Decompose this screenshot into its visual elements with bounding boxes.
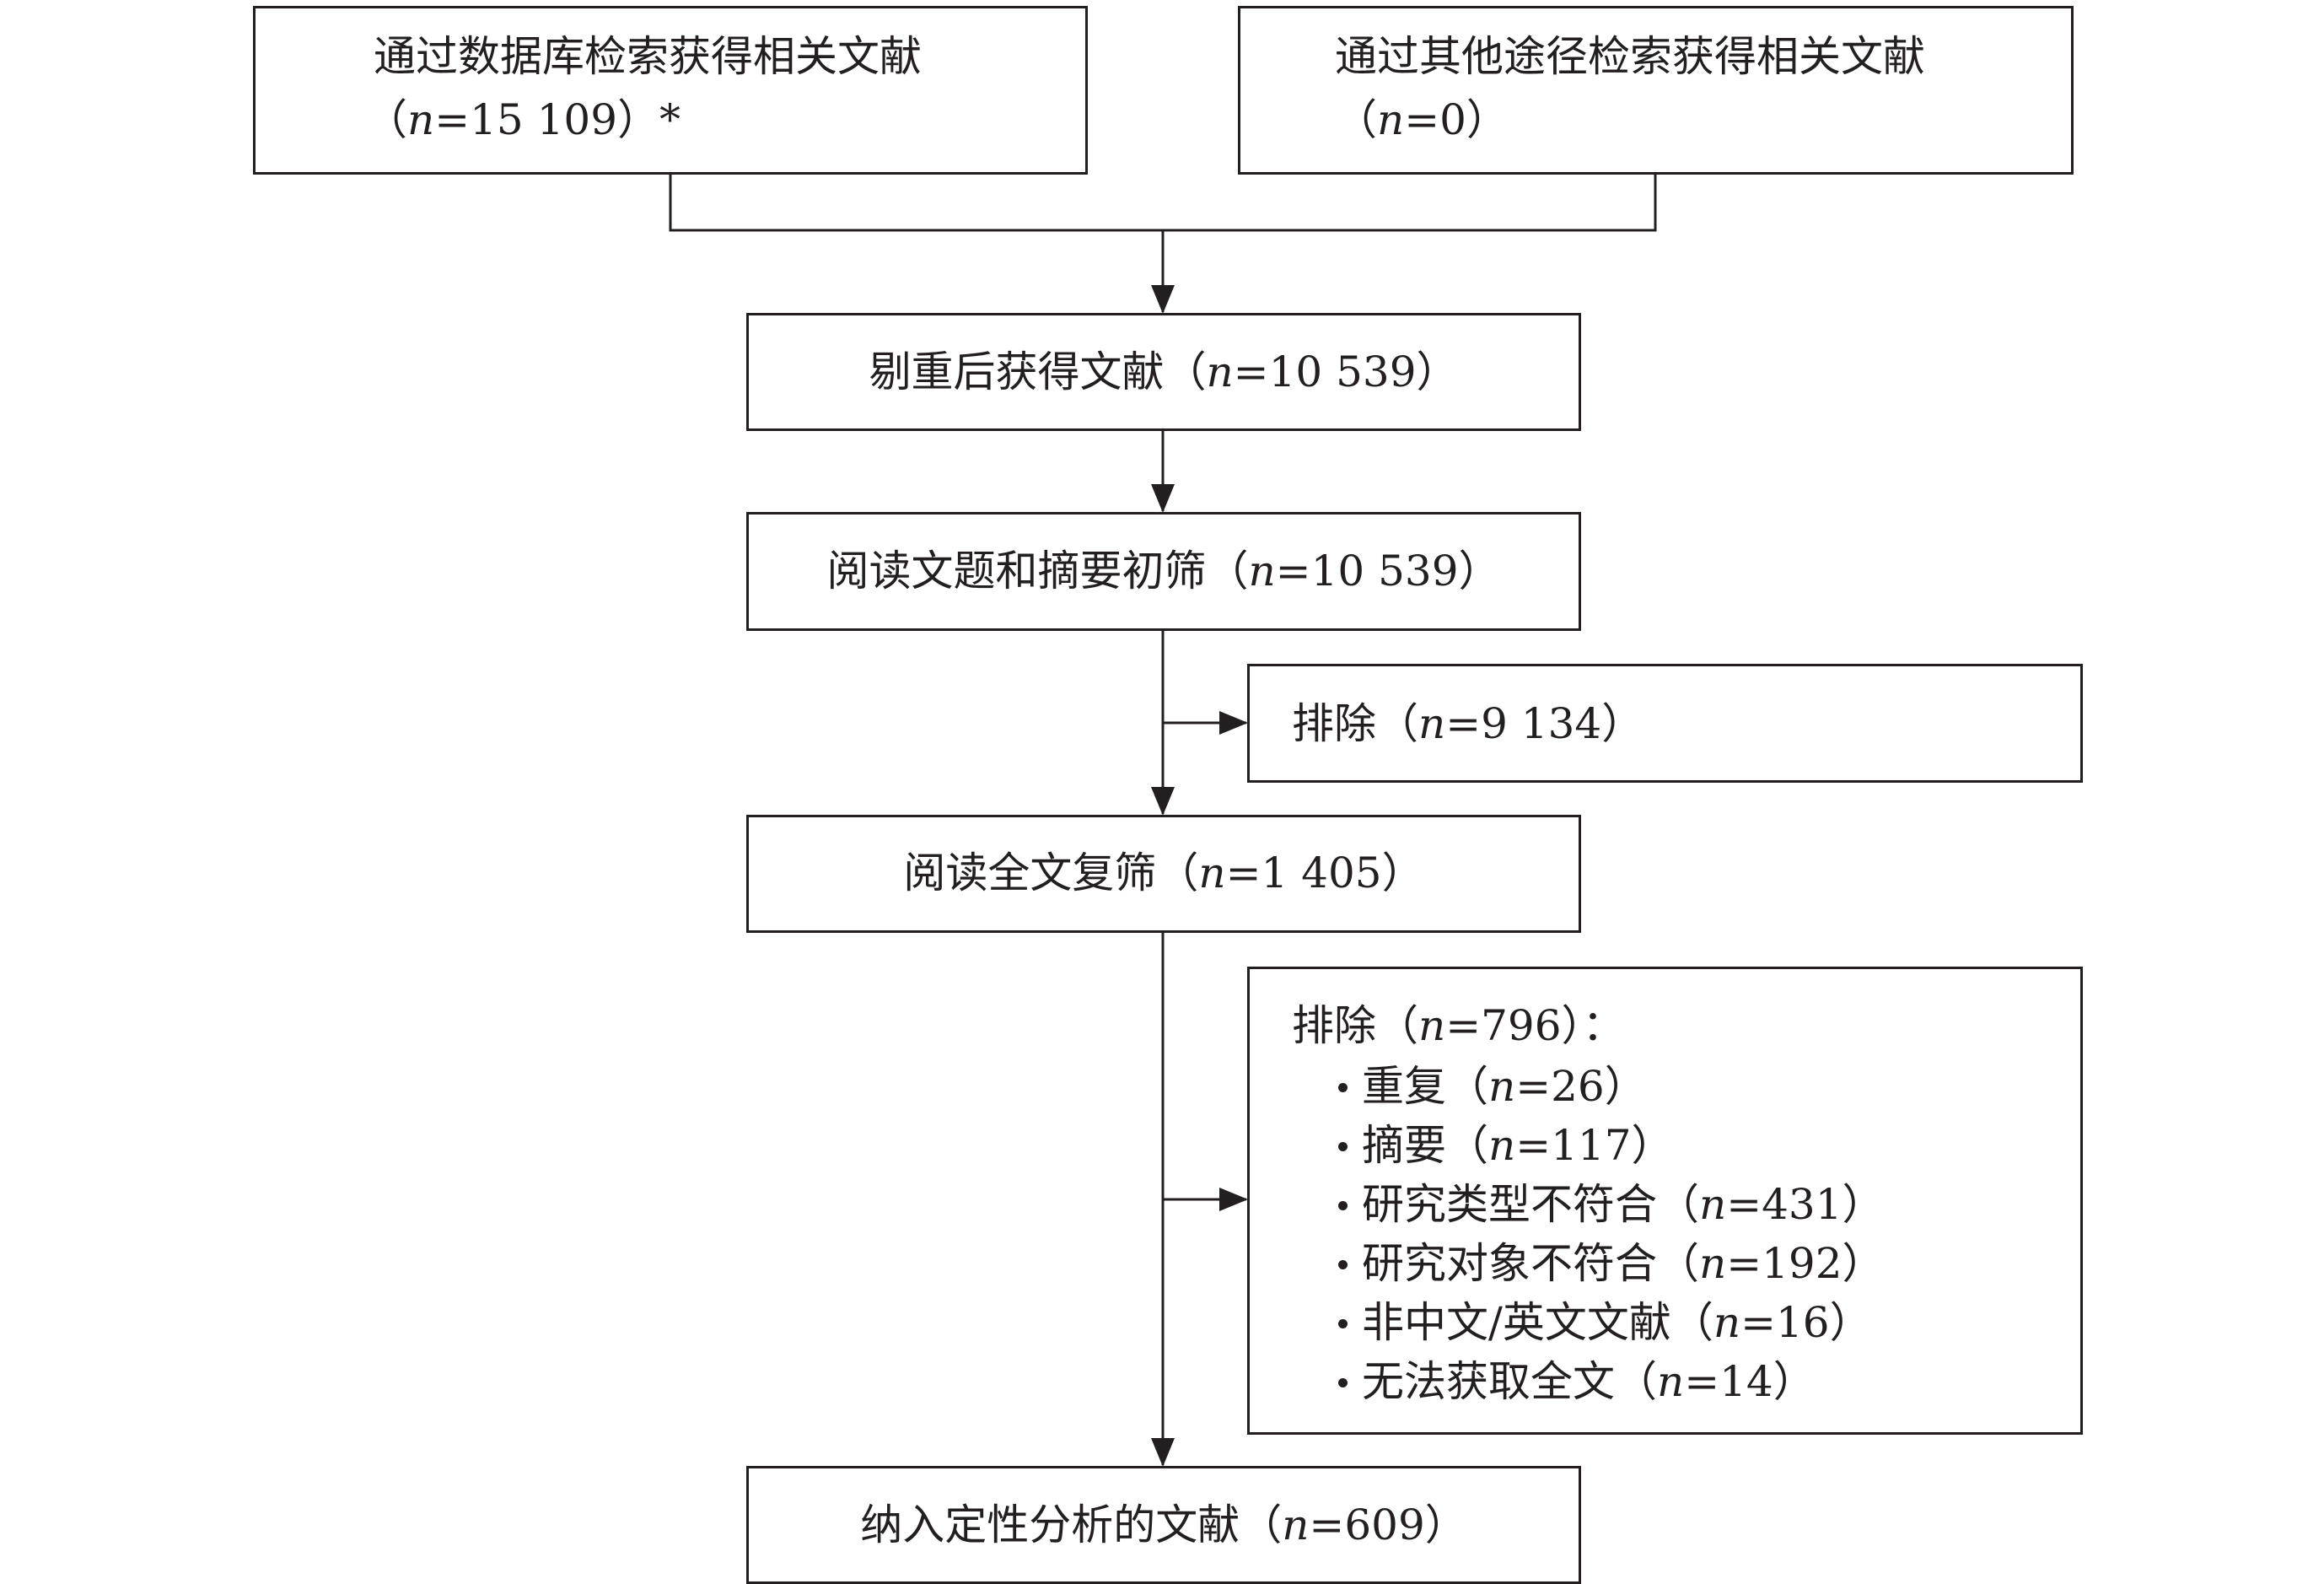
title-abstract-screening-text: 阅读文题和摘要初筛（n=10 539） <box>826 547 1501 595</box>
title-abstract-screening-box: 阅读文题和摘要初筛（n=10 539） <box>746 512 1581 631</box>
deduplicated-text: 剔重后获得文献（n=10 539） <box>869 348 1459 396</box>
bullet-icon <box>1338 1319 1348 1328</box>
other-sources-count: （n=0） <box>1335 95 1509 144</box>
deduplicated-box: 剔重后获得文献（n=10 539） <box>746 313 1581 431</box>
arrowhead-excluded1 <box>1219 711 1248 735</box>
arrowhead-title-abstract <box>1151 484 1175 513</box>
arrowhead-included <box>1151 1438 1175 1467</box>
other-sources-box: 通过其他途径检索获得相关文献 （n=0） <box>1238 6 2074 175</box>
arrowhead-excluded2 <box>1219 1188 1248 1211</box>
excluded-fulltext-box: 排除（n=796）： 重复（n=26） 摘要（n=117） 研究类型不符合（n=… <box>1247 967 2083 1435</box>
excluded-screening-text: 排除（n=9 134） <box>1292 699 1644 748</box>
included-box: 纳入定性分析的文献（n=609） <box>746 1466 1581 1584</box>
bullet-icon <box>1338 1201 1348 1210</box>
bullet-icon <box>1338 1378 1348 1387</box>
fulltext-screening-box: 阅读全文复筛（n=1 405） <box>746 815 1581 933</box>
arrowhead-fulltext <box>1151 787 1175 816</box>
excluded-screening-box: 排除（n=9 134） <box>1247 664 2083 783</box>
bullet-icon <box>1338 1260 1348 1269</box>
other-sources-title: 通过其他途径检索获得相关文献 <box>1335 32 1925 81</box>
arrowhead-dedup <box>1151 285 1175 314</box>
database-search-box: 通过数据库检索获得相关文献 （n=15 109）* <box>253 6 1088 175</box>
merge-connector <box>669 174 1657 232</box>
bullet-icon <box>1338 1142 1348 1151</box>
included-text: 纳入定性分析的文献（n=609） <box>860 1500 1467 1549</box>
database-search-count: （n=15 109）* <box>365 95 681 144</box>
fulltext-screening-text: 阅读全文复筛（n=1 405） <box>903 849 1424 897</box>
database-search-title: 通过数据库检索获得相关文献 <box>374 32 922 81</box>
excluded-fulltext-heading: 排除（n=796）： <box>1292 1001 1625 1050</box>
bullet-icon <box>1338 1083 1348 1092</box>
